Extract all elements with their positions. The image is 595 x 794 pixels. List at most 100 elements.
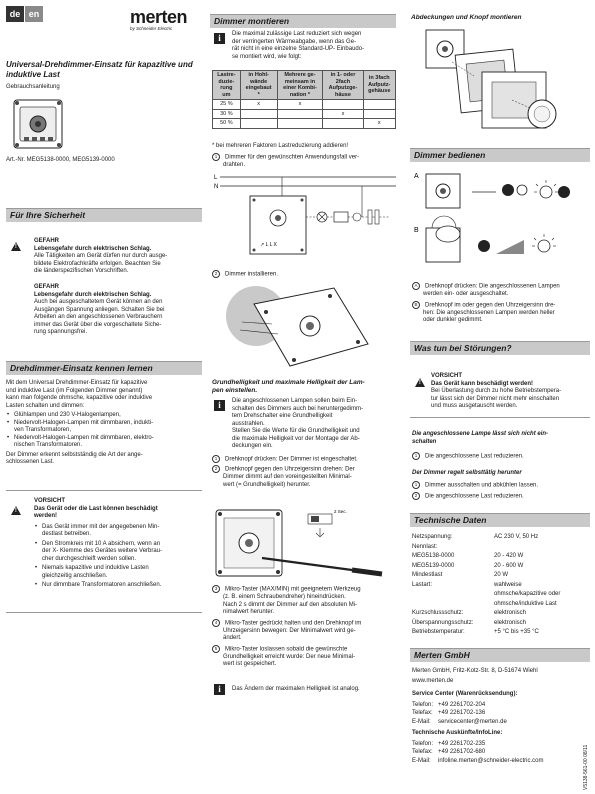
step-text: wert (= Grundhelligkeit) herunter. xyxy=(223,481,311,488)
tab-language-en[interactable]: en xyxy=(25,6,43,22)
cell-line: in 3fach xyxy=(368,75,390,82)
step-1: 1 Dimmer für den gewünschten Anwendungsfa… xyxy=(212,153,396,170)
danger-2-line: Auch bei ausgeschaltetem Gerät können an… xyxy=(34,299,163,305)
step-text: werden ein- oder ausgeschaltet. xyxy=(423,291,509,298)
caution-subtitle: Das Gerät kann beschädigt werden! xyxy=(431,380,534,387)
step-number: 1 xyxy=(212,153,220,161)
tech-info-contact-value: +49 2261702-680 xyxy=(438,749,486,755)
section-safety-title: Für Ihre Sicherheit xyxy=(10,210,86,220)
cell-line: in 1- oder xyxy=(330,72,356,78)
service-contact-value: +49 2261702-136 xyxy=(438,710,486,716)
tech-data-row: Nennlast: xyxy=(412,543,590,553)
intro-line: Mit dem Universal Drehdimmer-Einsatz für… xyxy=(6,380,148,386)
danger-1-line: Alle Tätigkeiten am Gerät dürfen nur dur… xyxy=(34,253,168,259)
load-types-list: Glühlampen und 230 V-Halogenlampen, Nied… xyxy=(6,412,202,450)
cell-line: gehäuse xyxy=(368,88,391,95)
table-cell xyxy=(322,99,364,110)
danger-2-subtitle: Lebensgefahr durch elektrischen Schlag. xyxy=(34,291,152,298)
cell-line: * xyxy=(257,91,260,98)
divider xyxy=(410,417,590,418)
company-contact: Merten GmbH, Fritz-Kotz-Str. 8, D-51674 … xyxy=(412,668,590,765)
intro-text: Mit dem Universal Drehdimmer-Einsatz für… xyxy=(6,380,202,467)
list-item-line: ven Transformatoren, xyxy=(14,427,72,433)
table-cell: x xyxy=(276,99,324,110)
tech-info-contact-value: +49 2261702-235 xyxy=(438,740,486,747)
step-text: Drehknopf gegen den Uhrzeigersinn drehen… xyxy=(225,466,355,473)
tech-info-contact-row: E-Mail:infoline.merten@schneider-electri… xyxy=(412,757,590,766)
intro-line: und induktive Last (im Folgenden Dimmer … xyxy=(6,387,143,394)
step-text: wert ist gespeichert. xyxy=(223,661,277,668)
step-b3: 3 Mikro-Taster (MAX/MIN) mit geeignetem W… xyxy=(212,585,396,617)
company-web-link[interactable]: www.merten.de xyxy=(412,677,454,684)
list-item-line: Niemals kapazitive und induktive Lasten xyxy=(42,565,149,571)
list-item-line: Das Gerät immer mit der angegebenen Min- xyxy=(42,523,160,530)
list-item-line: Niedervolt-Halogen-Lampen mit dimmbaren,… xyxy=(14,419,154,426)
list-item: Niedervolt-Halogen-Lampen mit dimmbaren,… xyxy=(6,435,202,450)
service-contact-row: E-Mail:servicecenter@merten.de xyxy=(412,718,590,727)
table-cell: 30 % xyxy=(212,108,241,119)
tech-info-heading: Technische Auskünfte/InfoLine: xyxy=(412,730,503,736)
heading-line: Die angeschlossene Lampe lässt sich nich… xyxy=(412,431,549,437)
step-text: Mikro-Taster (MAX/MIN) mit geeignetem We… xyxy=(225,586,361,593)
section-mount-title: Dimmer montieren xyxy=(214,16,290,26)
intro-line: Der Dimmer erkennt selbstständig die Art… xyxy=(6,451,143,458)
tech-data-label: Nennlast: xyxy=(412,543,438,550)
tech-info-contact-row: Telefax: +49 2261702-680 xyxy=(412,748,590,757)
tech-data-value: 20 W xyxy=(494,572,509,578)
tech-data-label: Betriebstemperatur: xyxy=(412,629,465,635)
info-line: tem Drehschalter eine Grundhelligkeit xyxy=(232,413,333,419)
list-item: Niedervolt-Halogen-Lampen mit dimmbaren,… xyxy=(6,420,202,435)
step-text: Dimmer für den gewünschten Anwendungsfal… xyxy=(225,154,360,161)
problem-2-heading: Der Dimmer regelt selbsttätig herunter xyxy=(412,470,522,476)
brightness-heading: Grundhelligkeit und maximale Helligkeit … xyxy=(212,379,396,395)
tech-data-label: Kurzschlussschutz: xyxy=(412,610,464,616)
company-address: Merten GmbH, Fritz-Kotz-Str. 8, D-51674 … xyxy=(412,668,538,674)
article-number: Art.-Nr. MEG5138-0000, MEG5139-0000 xyxy=(6,157,115,163)
tech-data-row: ohmsche/kapazitive oder xyxy=(412,590,590,600)
step-text: Dimmer installieren. xyxy=(225,271,279,278)
tech-data-value: ohmsche/induktive Last xyxy=(494,600,557,607)
danger-2-line: immer das Gerät über die vorgeschaltete … xyxy=(34,321,162,328)
cell-line: wände xyxy=(250,78,268,85)
tab-language-de[interactable]: de xyxy=(6,6,24,22)
service-contact-row: Telefax: +49 2261702-136 xyxy=(412,709,590,718)
cell-line: um xyxy=(222,91,231,98)
service-contact-label: Telefax: xyxy=(412,710,433,716)
tech-info-contact-row: Telefon:+49 2261702-235 xyxy=(412,740,590,749)
tech-info-contact-label: Telefax: xyxy=(412,749,433,755)
tech-data-label xyxy=(412,590,494,600)
table-cell: 25 % xyxy=(212,99,241,110)
info-line: die maximale Helligkeit vor der Montage … xyxy=(232,435,360,442)
tech-data-value: elektronisch xyxy=(494,610,527,616)
divider xyxy=(6,490,202,491)
tech-data-row: Überspannungsschutz:elektronisch xyxy=(412,619,590,629)
terminal-labels: ↗ L L X xyxy=(260,242,278,248)
cell-line: einer Kombi- xyxy=(283,85,317,91)
tech-data-row: Betriebstemperatur:+5 °C bis +35 °C xyxy=(412,628,590,638)
tech-info-contact-label: E-Mail: xyxy=(412,757,431,764)
cell-line: Lastre- xyxy=(217,72,236,78)
info-line: ausstrahlen. xyxy=(232,420,265,427)
info-line: se montiert wird, wie folgt: xyxy=(232,53,302,60)
info-icon: i xyxy=(214,33,225,44)
step-number: 3 xyxy=(212,585,220,593)
service-contact-value: +49 2261702-204 xyxy=(438,701,486,708)
list-item-line: cher durchgeschleift werden sollen. xyxy=(42,555,137,562)
cell-line: meinsam in xyxy=(284,78,316,85)
caution-title: VORSICHT xyxy=(431,373,463,379)
cell-line: Aufputz- xyxy=(368,81,391,88)
info-line: Stellen Sie die Werte für die Grundhelli… xyxy=(232,428,360,434)
caution-subtitle: Das Gerät oder die Last können beschädig… xyxy=(34,505,158,512)
table-cell xyxy=(239,118,278,129)
